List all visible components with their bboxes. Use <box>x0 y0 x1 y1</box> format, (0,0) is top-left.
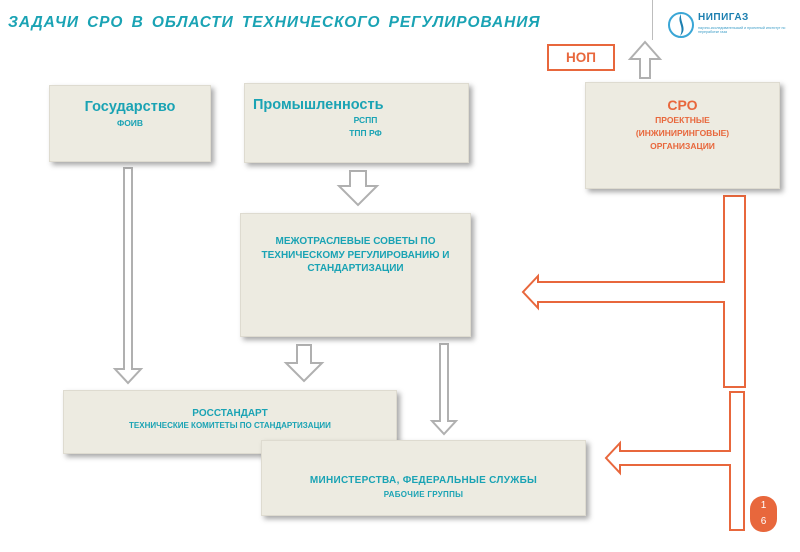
industry-sub-tpp: ТПП РФ <box>349 127 382 138</box>
state-subtitle: ФОИВ <box>116 118 144 128</box>
page-number-line-2: 6 <box>760 516 767 527</box>
box-industry: Промышленность РСПП ТПП РФ <box>244 83 469 163</box>
ministries-subtitle: РАБОЧИЕ ГРУППЫ <box>383 490 464 499</box>
ministries-title: МИНИСТЕРСТВА, ФЕДЕРАЛЬНЫЕ СЛУЖБЫ <box>309 475 538 486</box>
header-divider <box>652 0 653 40</box>
arrow-sro-to-ministries <box>604 391 745 531</box>
nop-box: НОП <box>547 44 615 71</box>
arrow-sro-to-mezh <box>521 195 746 388</box>
arrow-mezh-to-rosstandart <box>283 344 325 383</box>
arrow-mezh-to-ministries <box>429 343 459 436</box>
sro-title: СРО <box>667 97 698 113</box>
state-title: Государство <box>84 99 176 115</box>
sro-sub-1: ПРОЕКТНЫЕ <box>655 115 710 125</box>
company-logo: НИПИГАЗ научно-исследовательский и проек… <box>668 10 798 42</box>
sro-sub-2: (ИНЖИНИРИНГОВЫЕ) <box>635 128 730 138</box>
industry-title: Промышленность <box>253 97 384 113</box>
industry-sub-rspp: РСПП <box>353 115 378 125</box>
box-sro: СРО ПРОЕКТНЫЕ (ИНЖИНИРИНГОВЫЕ) ОРГАНИЗАЦ… <box>585 82 780 189</box>
box-state: Государство ФОИВ <box>49 85 211 162</box>
arrow-prom-to-mezh <box>336 170 380 207</box>
logo-name: НИПИГАЗ <box>698 12 749 23</box>
rosstandart-title: РОССТАНДАРТ <box>192 408 268 419</box>
intersectoral-councils-text: МЕЖОТРАСЛЕВЫЕ СОВЕТЫ ПО ТЕХНИЧЕСКОМУ РЕГ… <box>261 236 450 274</box>
rosstandart-subtitle: ТЕХНИЧЕСКИЕ КОМИТЕТЫ ПО СТАНДАРТИЗАЦИИ <box>129 421 331 430</box>
page-number-line-1: 1 <box>760 500 767 511</box>
sro-sub-3: ОРГАНИЗАЦИИ <box>650 141 715 151</box>
page-title: ЗАДАЧИ СРО В ОБЛАСТИ ТЕХНИЧЕСКОГО РЕГУЛИ… <box>8 14 541 31</box>
logo-subtitle: научно-исследовательский и проектный инс… <box>698 26 786 35</box>
arrow-gos-to-rosstandart <box>112 167 144 385</box>
page-number: 1 6 <box>750 496 777 532</box>
arrow-sro-to-nop <box>627 40 663 79</box>
box-intersectoral-councils: МЕЖОТРАСЛЕВЫЕ СОВЕТЫ ПО ТЕХНИЧЕСКОМУ РЕГ… <box>240 213 471 337</box>
box-ministries: МИНИСТЕРСТВА, ФЕДЕРАЛЬНЫЕ СЛУЖБЫ РАБОЧИЕ… <box>261 440 586 516</box>
flame-logo-icon <box>668 12 694 38</box>
